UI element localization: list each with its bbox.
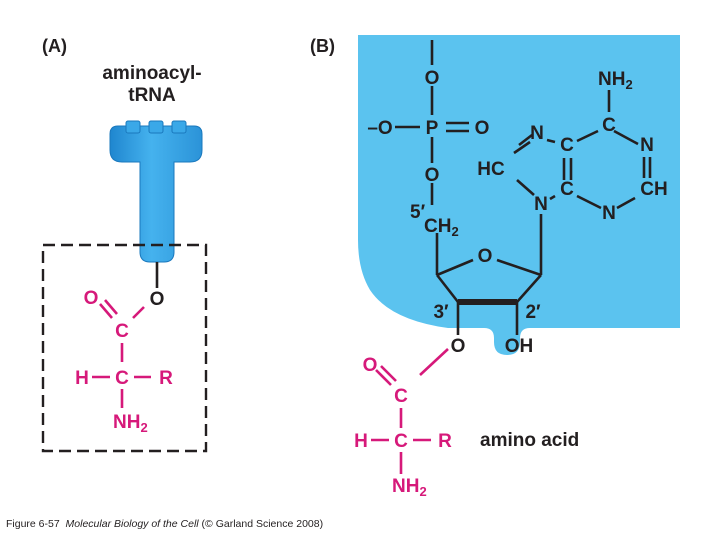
- o-3prime-atom: O: [451, 336, 466, 357]
- adenine-hc8-group: HC: [477, 159, 505, 180]
- adenine-ch2-group: CH: [640, 179, 667, 200]
- amino-group-atom: NH2: [113, 412, 148, 435]
- panel-a-label: (A): [42, 36, 67, 56]
- o-double-atom: O: [475, 118, 490, 139]
- o-minus-atom: –O: [367, 118, 392, 139]
- adenine-n1-atom: N: [640, 135, 654, 156]
- panel-b: (B): [310, 35, 680, 499]
- adenine-n3-atom: N: [602, 203, 616, 224]
- caption-book-title: Molecular Biology of the Cell: [65, 518, 199, 530]
- carbonyl-o-atom: O: [84, 288, 99, 309]
- aminoacyl-label-line2: tRNA: [128, 85, 176, 106]
- aa-carbonyl-c-atom: C: [394, 386, 408, 407]
- h-atom: H: [75, 368, 89, 389]
- aa-alpha-c-atom: C: [394, 431, 408, 452]
- prime3-label: 3′: [433, 302, 449, 323]
- aa-amino-group: NH2: [392, 476, 427, 499]
- prime5-label: 5′: [410, 202, 426, 223]
- prime2-label: 2′: [525, 302, 541, 323]
- o-link-atom: O: [150, 289, 165, 310]
- carbonyl-c-atom: C: [115, 321, 129, 342]
- caption-copyright: (© Garland Science 2008): [201, 518, 324, 530]
- ch2-group: CH2: [424, 216, 459, 239]
- figure-caption: Figure 6-57 Molecular Biology of the Cel…: [6, 518, 323, 530]
- o-5prime-atom: O: [425, 165, 440, 186]
- aminoacyl-label-line1: aminoacyl-: [102, 63, 201, 84]
- o-top-atom: O: [425, 68, 440, 89]
- adenine-c4-atom: C: [560, 179, 574, 200]
- panel-a: (A) aminoacyl- tRNA O O C H C R NH2: [41, 36, 208, 453]
- aa-h-atom: H: [354, 431, 368, 452]
- trna-icon: [109, 120, 203, 263]
- aa-carbonyl-o-atom: O: [363, 355, 378, 376]
- phosphorus-atom: P: [426, 118, 439, 139]
- adenine-c5-atom: C: [560, 135, 574, 156]
- adenine-n7-atom: N: [530, 123, 544, 144]
- adenine-n9-atom: N: [534, 194, 548, 215]
- panel-b-label: (B): [310, 36, 335, 56]
- ribose-ring-o-atom: O: [478, 246, 493, 267]
- amino-acid-label: amino acid: [480, 430, 579, 451]
- adenine-c6-atom: C: [602, 115, 616, 136]
- nh2-adenine-group: NH2: [598, 69, 633, 92]
- amino-acid-dashed-box: [41, 243, 208, 453]
- r-group-atom: R: [159, 368, 173, 389]
- oh-2prime-group: OH: [505, 336, 534, 357]
- caption-figure-number: Figure 6-57: [6, 518, 60, 530]
- aa-r-group-atom: R: [438, 431, 452, 452]
- alpha-c-atom: C: [115, 368, 129, 389]
